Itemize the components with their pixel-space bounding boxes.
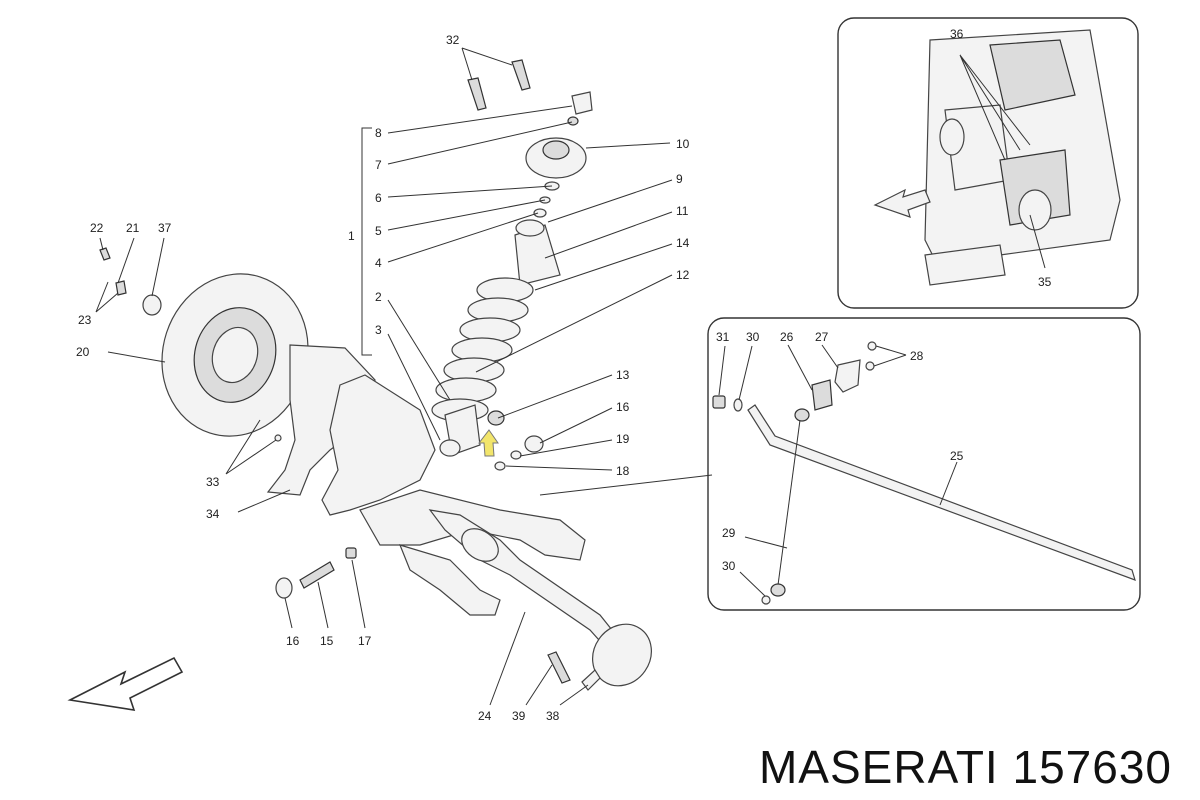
callout-4: 4 bbox=[375, 256, 382, 270]
callout-23: 23 bbox=[78, 313, 92, 327]
callout-34: 34 bbox=[206, 507, 220, 521]
callout-14: 14 bbox=[676, 236, 690, 250]
callout-16-right: 16 bbox=[616, 400, 630, 414]
direction-arrow bbox=[67, 656, 184, 711]
callout-31: 31 bbox=[716, 330, 730, 344]
callout-6: 6 bbox=[375, 191, 382, 205]
callout-22: 22 bbox=[90, 221, 104, 235]
callout-33: 33 bbox=[206, 475, 220, 489]
callout-3: 3 bbox=[375, 323, 382, 337]
shock-absorber-assembly: 32 8 7 6 5 4 1 2 3 10 9 11 14 12 13 16 1… bbox=[348, 33, 690, 478]
callout-25: 25 bbox=[950, 449, 964, 463]
highlight-arrow bbox=[477, 429, 499, 457]
callout-9: 9 bbox=[676, 172, 683, 186]
callout-11: 11 bbox=[676, 204, 689, 218]
callout-30-top: 30 bbox=[746, 330, 760, 344]
callout-26: 26 bbox=[780, 330, 794, 344]
callout-28: 28 bbox=[910, 349, 924, 363]
callout-13: 13 bbox=[616, 368, 630, 382]
callout-36: 36 bbox=[950, 27, 964, 41]
inset-chassis-view: 36 35 bbox=[837, 17, 1139, 309]
brand-part-number: MASERATI 157630 bbox=[758, 741, 1172, 793]
callout-29: 29 bbox=[722, 526, 736, 540]
callout-5: 5 bbox=[375, 224, 382, 238]
callout-18: 18 bbox=[616, 464, 630, 478]
callout-16-bottom: 16 bbox=[286, 634, 300, 648]
callout-38: 38 bbox=[546, 709, 560, 723]
callout-12: 12 bbox=[676, 268, 690, 282]
callout-19: 19 bbox=[616, 432, 630, 446]
callout-20: 20 bbox=[76, 345, 90, 359]
callout-39: 39 bbox=[512, 709, 526, 723]
callout-30-bottom: 30 bbox=[722, 559, 736, 573]
callout-10: 10 bbox=[676, 137, 690, 151]
callout-1: 1 bbox=[348, 229, 355, 243]
brake-hub-assembly: 22 21 37 23 20 33 34 16 15 17 bbox=[76, 221, 586, 648]
coil-spring bbox=[431, 277, 534, 422]
callout-37: 37 bbox=[158, 221, 172, 235]
callout-24: 24 bbox=[478, 709, 492, 723]
drive-shaft: 24 39 38 bbox=[428, 509, 652, 723]
callout-8: 8 bbox=[375, 126, 382, 140]
callout-32: 32 bbox=[446, 33, 460, 47]
callout-2: 2 bbox=[375, 290, 382, 304]
callout-35: 35 bbox=[1038, 275, 1052, 289]
callout-7: 7 bbox=[375, 158, 382, 172]
callout-27: 27 bbox=[815, 330, 829, 344]
callout-15: 15 bbox=[320, 634, 334, 648]
callout-17: 17 bbox=[358, 634, 372, 648]
inset-antiroll-bar: 31 30 26 27 28 25 29 30 bbox=[707, 317, 1141, 611]
callout-21: 21 bbox=[126, 221, 140, 235]
